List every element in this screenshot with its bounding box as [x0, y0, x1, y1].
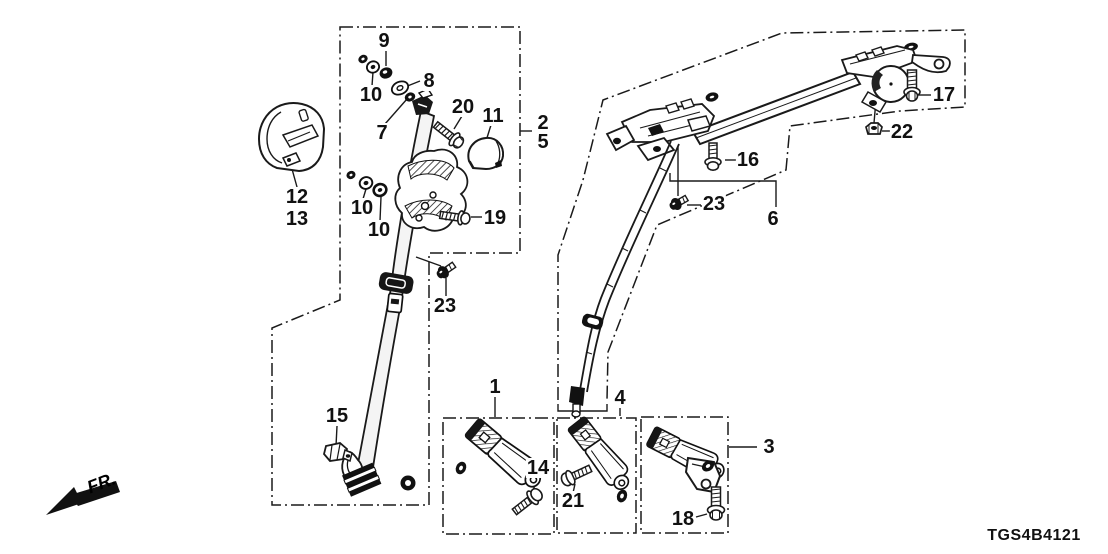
- callout-4: 4: [613, 387, 627, 409]
- bolt-14: [511, 487, 543, 516]
- callout-10: 10: [366, 219, 392, 241]
- fr-direction-arrow: [46, 481, 120, 515]
- callout-15: 15: [324, 405, 350, 427]
- callout-14: 14: [525, 457, 551, 479]
- nut-15: [323, 442, 353, 463]
- bolt-20: [432, 120, 465, 149]
- diagram-part-code: TGS4B4121: [987, 527, 1081, 544]
- boundary-belt-unit-2-5: [271, 26, 521, 506]
- nut-22: [865, 122, 883, 135]
- callout-12: 12: [284, 186, 310, 208]
- belt-tongue-plate: [378, 272, 414, 294]
- bolt-17: [903, 69, 921, 102]
- cap-11: [467, 136, 505, 171]
- seatbelt-unit-2-5-drawing: [323, 88, 505, 497]
- callout-21: 21: [560, 490, 586, 512]
- callout-17: 17: [931, 84, 957, 106]
- bolt-16: [704, 142, 722, 171]
- boundary-buckle-4: [556, 417, 637, 534]
- callout-18: 18: [670, 508, 696, 530]
- callout-16: 16: [735, 149, 761, 171]
- boundary-buckle-3: [640, 416, 729, 534]
- rail-unit-6-drawing: [569, 42, 951, 418]
- bolt-23b: [669, 194, 690, 211]
- buckle-part-1: [455, 415, 549, 516]
- callout-10: 10: [349, 197, 375, 219]
- callout-3: 3: [762, 436, 776, 458]
- callout-5: 5: [536, 131, 550, 153]
- bolt-19: [438, 210, 471, 226]
- callout-20: 20: [450, 96, 476, 118]
- callout-6: 6: [766, 208, 780, 230]
- retractor-cover-drawing: [257, 102, 326, 173]
- belt-end-tip: [569, 386, 585, 406]
- callout-2: 2: [536, 112, 550, 134]
- bolt-18: [706, 486, 726, 521]
- callout-11: 11: [481, 105, 505, 127]
- buckle-part-4: [560, 414, 638, 503]
- callout-7: 7: [375, 122, 389, 144]
- boundary-buckle-1: [442, 417, 555, 535]
- leader-lines: [291, 49, 931, 518]
- belt-guide-loop: [581, 313, 604, 330]
- assembly-boundaries: [271, 26, 966, 535]
- callout-23: 23: [701, 193, 727, 215]
- hanging-belt: [579, 140, 680, 393]
- buckle-part-3: [644, 423, 731, 521]
- callout-13: 13: [284, 208, 310, 230]
- boundary-rail-unit-6: [557, 29, 966, 401]
- bolt-23a: [436, 261, 457, 279]
- callout-10: 10: [358, 84, 384, 106]
- left-bracket: [605, 98, 716, 162]
- washer-stack-top: [358, 54, 416, 102]
- callout-9: 9: [377, 30, 391, 52]
- belt-end-fold: [342, 462, 382, 497]
- callout-19: 19: [482, 207, 508, 229]
- washer-stack-mid: [346, 170, 388, 198]
- right-retractor: [840, 45, 951, 114]
- callout-8: 8: [422, 70, 436, 92]
- callout-23: 23: [432, 295, 458, 317]
- callout-22: 22: [889, 121, 915, 143]
- callout-1: 1: [488, 376, 502, 398]
- bolt-21: [560, 464, 593, 487]
